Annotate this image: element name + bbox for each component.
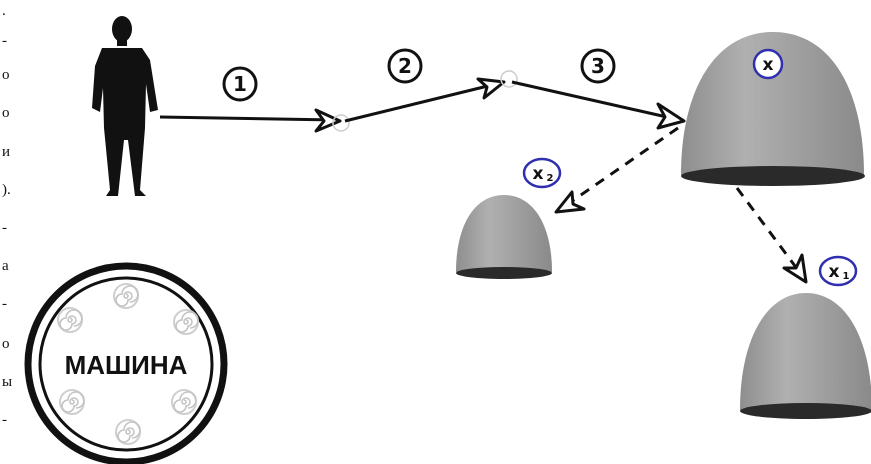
node-letter: x [829,262,840,282]
dashed-arrow-to-x1 [735,187,808,284]
person-silhouette-icon [92,16,158,196]
node-subscript: 1 [843,271,850,282]
machine-label: МАШИНА [65,350,188,380]
machine-disc-icon: МАШИНА [24,262,228,464]
margin-fragment: ы [2,374,13,390]
margin-fragment: . [2,3,6,19]
margin-fragment: - [2,296,7,312]
margin-fragment: о [2,105,10,121]
node-letter: x [763,55,774,75]
path-segment-1 [159,108,350,133]
step-number: 3 [591,54,605,78]
step-number: 2 [398,54,412,78]
step-badge-1: 1 [222,66,258,102]
margin-fragment: - [2,220,7,236]
step-number: 1 [233,72,247,96]
path-segment-3 [511,80,686,130]
dome-x2 [456,195,552,279]
margin-fragment: ). [2,182,11,198]
margin-fragment: о [2,67,10,83]
node-letter: x [533,164,544,184]
step-badge-3: 3 [580,48,616,84]
node-subscript: 2 [547,173,554,184]
margin-fragment: о [2,336,10,352]
margin-fragment: - [2,412,7,428]
dome-x1 [740,293,871,419]
cropped-margin-text: . - о о и ). - а - о ы - [0,0,16,464]
margin-fragment: а [2,258,9,274]
node-label-x2: x 2 [522,157,562,189]
dashed-arrow-to-x2 [554,126,679,214]
step-badge-2: 2 [387,48,423,84]
path-segment-2 [344,70,518,123]
margin-fragment: и [2,144,11,160]
margin-fragment: - [2,33,7,49]
dome-main [681,32,865,186]
node-label-x1: x 1 [818,255,858,287]
node-label-x: x [752,48,784,80]
